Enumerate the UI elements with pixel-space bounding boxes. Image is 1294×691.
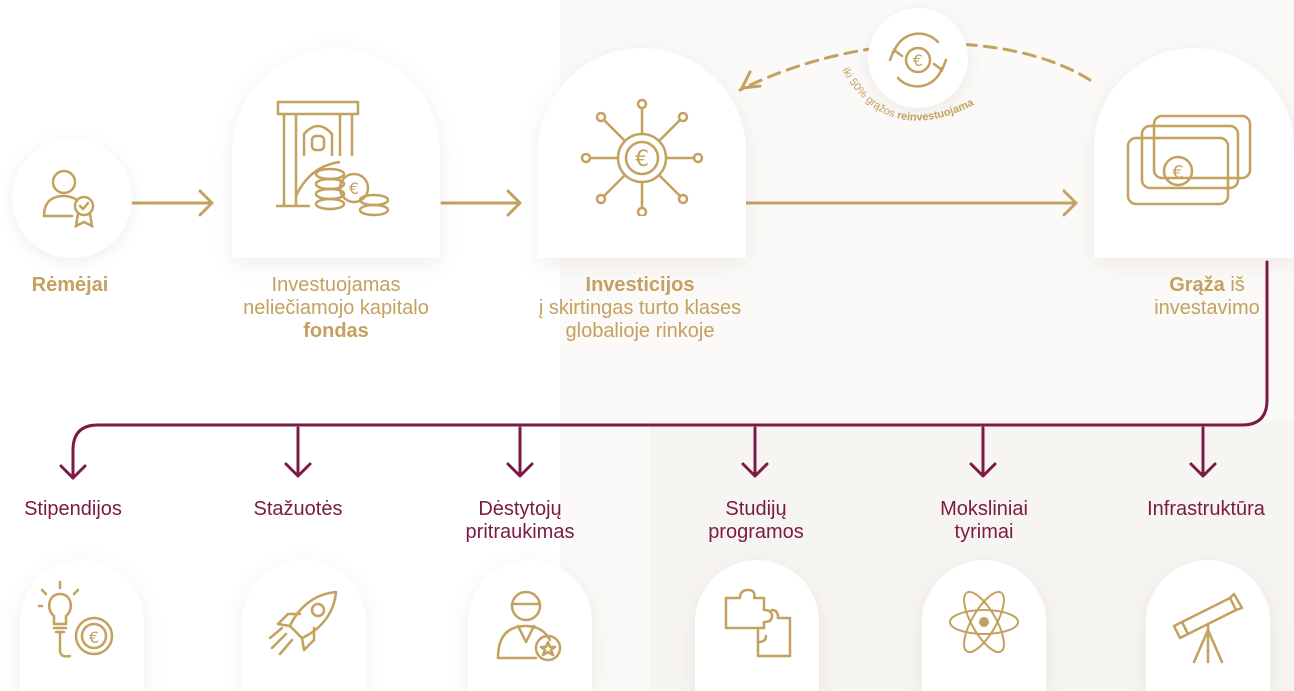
fund-icon: € xyxy=(276,100,390,217)
svg-text:€: € xyxy=(1172,162,1183,183)
arrow-infrastructure xyxy=(1189,426,1217,478)
return-label: Grąža iš investavimo xyxy=(1154,274,1260,319)
internships-label: Stažuotės xyxy=(253,498,343,520)
svg-text:iki 50% grąžos reinvestuojama: iki 50% grąžos reinvestuojama xyxy=(839,66,976,124)
svg-text:€: € xyxy=(913,51,923,70)
investments-label: Investicijos į skirtingas turto klases g… xyxy=(538,274,742,342)
arrow-internships xyxy=(284,426,312,478)
arrow-research xyxy=(969,426,997,478)
investments-node xyxy=(538,48,746,258)
arrow-scholarships xyxy=(59,464,87,480)
arrow-donors-to-fund xyxy=(130,189,214,217)
donor-label: Rėmėjai xyxy=(31,274,109,296)
rocket-icon xyxy=(268,590,338,656)
banknotes-icon: € xyxy=(1126,114,1252,206)
fund-label: Investuojamas neliečiamojo kapitalo fond… xyxy=(243,274,429,342)
arrow-programs xyxy=(741,426,769,478)
reinvest-badge xyxy=(868,8,968,108)
recycle-euro-icon: € xyxy=(888,32,948,88)
svg-text:€: € xyxy=(635,147,649,172)
svg-text:€: € xyxy=(89,628,99,647)
infrastructure-label: Infrastruktūra xyxy=(1147,498,1265,520)
puzzle-icon xyxy=(724,588,792,658)
programs-node xyxy=(695,560,819,691)
lecturer-icon xyxy=(496,590,562,662)
lightbulb-coin-icon: € xyxy=(38,580,114,658)
scholarships-label: Stipendijos xyxy=(24,498,122,520)
return-to-distribution-line xyxy=(71,260,1269,480)
atom-icon xyxy=(949,590,1019,654)
reinvest-caption: iki 50% grąžos reinvestuojama xyxy=(839,66,976,124)
investment-network-icon: € xyxy=(580,98,704,216)
fund-node xyxy=(232,48,440,258)
internships-node xyxy=(242,560,366,691)
scholarships-node xyxy=(20,560,144,691)
arrow-lecturers xyxy=(506,426,534,478)
svg-text:€: € xyxy=(349,179,359,198)
arrow-fund-to-investments xyxy=(440,189,522,217)
donor-icon xyxy=(42,169,95,229)
telescope-icon xyxy=(1172,592,1244,664)
arrow-investments-to-return xyxy=(742,189,1078,217)
